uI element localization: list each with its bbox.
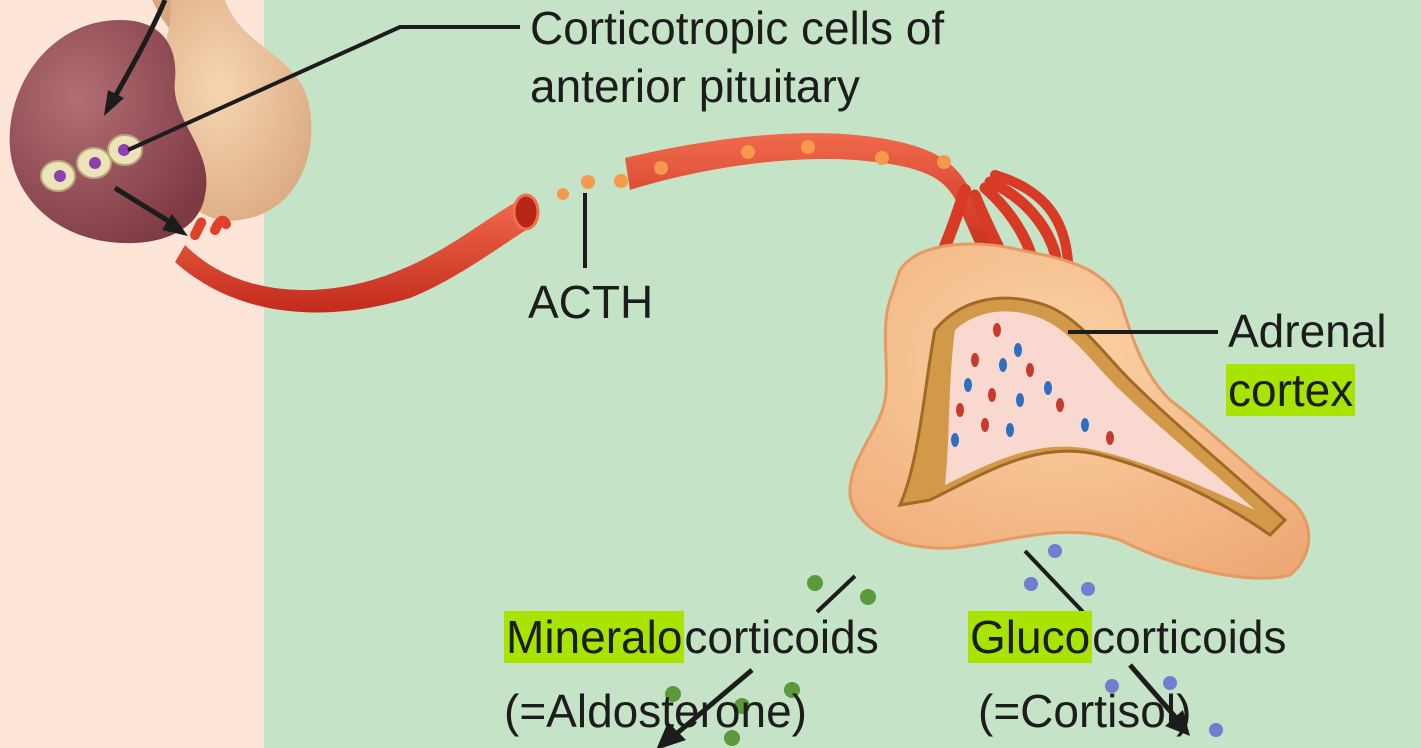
- medulla-blood-cells: [951, 323, 1114, 447]
- label-cortisol: (=Cortisol): [978, 685, 1192, 737]
- label-mineralo-rest: corticoids: [684, 611, 879, 663]
- leader-lines: [127, 25, 1218, 614]
- label-mineralo-highlight: Mineralo: [504, 611, 685, 663]
- label-glucocorticoids: Glucocorticoids: [968, 609, 1286, 665]
- label-acth: ACTH: [528, 276, 654, 328]
- label-adrenal: Adrenal: [1228, 305, 1387, 357]
- label-cortex: cortex: [1226, 362, 1356, 418]
- output-arrows: [656, 663, 1190, 748]
- arrow-icon: [162, 214, 188, 236]
- glucocorticoid-particles: [1024, 544, 1223, 737]
- label-cortex-highlight: cortex: [1226, 364, 1356, 416]
- mineralocorticoid-particles: [665, 575, 876, 746]
- adrenal-cortex: [848, 242, 1311, 580]
- arrow-icon: [1165, 710, 1190, 736]
- label-gluco-rest: corticoids: [1092, 611, 1287, 663]
- label-corticotropic-line1: Corticotropic cells of: [530, 2, 945, 54]
- label-corticotropic-line2: anterior pituitary: [530, 60, 860, 112]
- arrow-icon: [104, 90, 124, 116]
- corticotropic-cells: [40, 134, 143, 192]
- pituitary-gland: [9, 0, 312, 244]
- label-gluco-highlight: Gluco: [968, 611, 1093, 663]
- acth-particles: [557, 174, 628, 200]
- label-mineralocorticoids: Mineralocorticoids: [504, 609, 879, 665]
- blood-vessel-left: [175, 193, 540, 313]
- arrow-icon: [656, 722, 686, 748]
- label-aldosterone: (=Aldosterone): [504, 685, 807, 737]
